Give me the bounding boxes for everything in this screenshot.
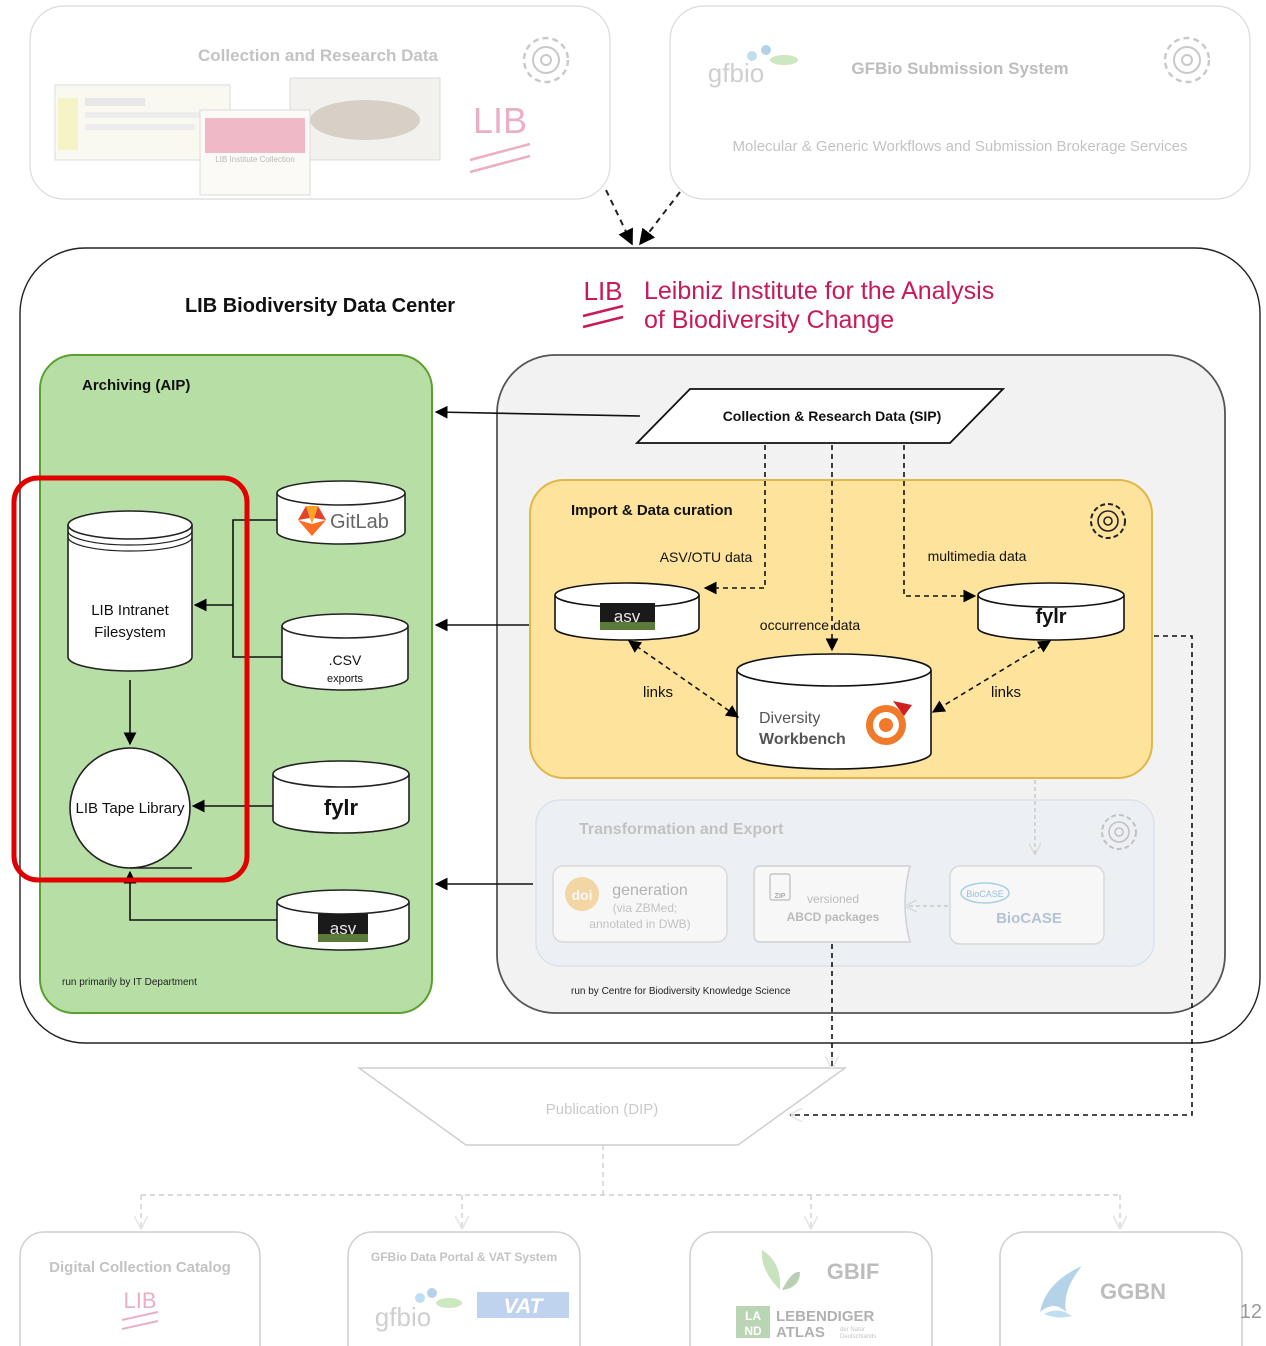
asv-otu-label: ASV/OTU data (660, 549, 753, 565)
atlas-line1: LEBENDIGER (776, 1308, 875, 1325)
dw-label-line2: Workbench (759, 731, 846, 748)
csv-sublabel: exports (327, 673, 364, 685)
import-dashed-connectors (627, 445, 1052, 718)
multimedia-label: multimedia data (928, 548, 1027, 564)
highlight-frame (11, 475, 250, 883)
transformation-export-title: Transformation and Export (579, 821, 784, 838)
sip-collection-research-data: Collection & Research Data (SIP) (634, 388, 1006, 444)
links-left-label: links (643, 684, 673, 701)
asv-archive-label: asv (330, 919, 357, 938)
gbif-leaf-icon (761, 1250, 800, 1290)
gfbio-submission-subtitle: Molecular & Generic Workflows and Submis… (733, 138, 1188, 155)
doi-line1: generation (612, 882, 688, 899)
gbif-title: GBIF (827, 1259, 880, 1284)
biocase-box: BioCASE BioCASE (949, 865, 1105, 945)
sip-label: Collection & Research Data (SIP) (723, 408, 942, 424)
atlas-line2: ATLAS (776, 1324, 825, 1341)
tape-library-label: LIB Tape Library (76, 800, 185, 817)
abcd-line2: ABCD packages (787, 910, 880, 924)
arrow-collection-to-center (605, 189, 633, 246)
asv-import-label: asv (614, 607, 641, 626)
publication-label: Publication (DIP) (546, 1101, 659, 1118)
intranet-label-line1: LIB Intranet (91, 602, 169, 619)
ggbn-box: GGBN (999, 1231, 1243, 1346)
nd-badge: ND (744, 1324, 762, 1338)
biocase-label: BioCASE (996, 910, 1062, 927)
archiving-aip-title: Archiving (AIP) (82, 377, 190, 394)
org-name-line2: of Biodiversity Change (644, 306, 894, 334)
lib-logo-main: LIB (583, 276, 622, 306)
gear-icon (1090, 503, 1126, 539)
archiving-footer: run primarily by IT Department (62, 977, 197, 988)
vat-logo: VAT (504, 1295, 545, 1318)
fylr-database: fylr (977, 582, 1125, 641)
fylr-import-label: fylr (1035, 606, 1066, 628)
ggbn-title: GGBN (1100, 1279, 1166, 1304)
gitlab-repository: GitLab (276, 480, 406, 545)
gfbio-leaf-icon (747, 45, 798, 65)
fylr-archive: fylr (272, 760, 410, 834)
abcd-line1: versioned (807, 892, 859, 906)
atlas-small1: der Natur (840, 1327, 865, 1333)
arrow-sip-to-archive (434, 405, 641, 419)
doi-line3: annotated in DWB) (589, 917, 690, 931)
transformation-export-panel: Transformation and Export doi generation… (535, 780, 1155, 967)
csv-exports: .CSV exports (281, 613, 409, 691)
lib-intranet-filesystem: LIB Intranet Filesystem (67, 510, 193, 672)
gfbio-submission-title: GFBio Submission System (851, 59, 1068, 78)
doi-generation-box: doi generation (via ZBMed; annotated in … (552, 865, 728, 943)
diversity-workbench: Diversity Workbench (736, 653, 932, 770)
asv-database: asv (554, 582, 700, 641)
doi-logo: doi (572, 887, 593, 903)
gfbio-logo: gfbio (708, 58, 764, 88)
dcc-logo: LIB (123, 1288, 156, 1313)
dw-label-line1: Diversity (759, 710, 820, 727)
gfbio-portal-title: GFBio Data Portal & VAT System (371, 1250, 557, 1264)
abcd-packages-box: ZIP versioned ABCD packages (753, 865, 911, 943)
publication-dip: Publication (DIP) (141, 1058, 1120, 1228)
data-center-title: LIB Biodiversity Data Center (185, 295, 455, 317)
arrow-gfbio-to-center (639, 191, 681, 246)
gitlab-label: GitLab (330, 511, 389, 533)
atlas-small2: Deutschlands (840, 1334, 876, 1340)
lib-logo-collection: LIB (473, 100, 527, 141)
csv-label: .CSV (329, 652, 362, 668)
zip-icon: ZIP (775, 893, 786, 900)
archiving-connectors (123, 519, 282, 921)
collection-research-data-title: Collection and Research Data (198, 46, 439, 65)
asv-archive: asv (276, 889, 410, 951)
occurrence-label: occurrence data (760, 617, 861, 633)
digital-collection-catalog-box: Digital Collection Catalog LIB (19, 1231, 261, 1346)
links-right-label: links (991, 684, 1021, 701)
lib-tape-library: LIB Tape Library (69, 747, 192, 869)
fylr-archive-label: fylr (324, 795, 359, 820)
gear-icon (1163, 36, 1211, 84)
gitlab-icon (298, 506, 326, 536)
gbif-box: GBIF LA ND LEBENDIGER ATLAS der Natur De… (689, 1231, 933, 1346)
kb-centre-footer: run by Centre for Biodiversity Knowledge… (571, 986, 791, 997)
gear-icon (522, 36, 570, 84)
doi-line2: (via ZBMed; (613, 901, 678, 915)
gfbio-portal-logo: gfbio (375, 1302, 431, 1332)
ggbn-butterfly-icon (1040, 1266, 1082, 1312)
diversity-workbench-icon (866, 701, 912, 745)
biocase-logo: BioCASE (966, 889, 1004, 899)
collection-screenshots-thumbnail: LIB Institute Collection (54, 77, 441, 196)
leibniz-institute-logo: LIB Leibniz Institute for the Analysis o… (582, 276, 994, 334)
gfbio-data-portal-box: GFBio Data Portal & VAT System gfbio VAT (347, 1231, 581, 1346)
collection-research-data-box: Collection and Research Data LIB Institu… (29, 5, 611, 200)
gear-icon (1101, 814, 1137, 850)
import-curation-title: Import & Data curation (571, 502, 733, 519)
page-number: 12 (1240, 1301, 1262, 1323)
intranet-label-line2: Filesystem (94, 624, 166, 641)
collection-thumb-caption: LIB Institute Collection (215, 155, 295, 164)
la-badge: LA (745, 1309, 761, 1323)
arrow-fylr-to-publication (790, 635, 1193, 1116)
dcc-title: Digital Collection Catalog (49, 1259, 231, 1276)
org-name-line1: Leibniz Institute for the Analysis (644, 277, 994, 305)
gfbio-submission-box: gfbio GFBio Submission System Molecular … (669, 5, 1251, 200)
